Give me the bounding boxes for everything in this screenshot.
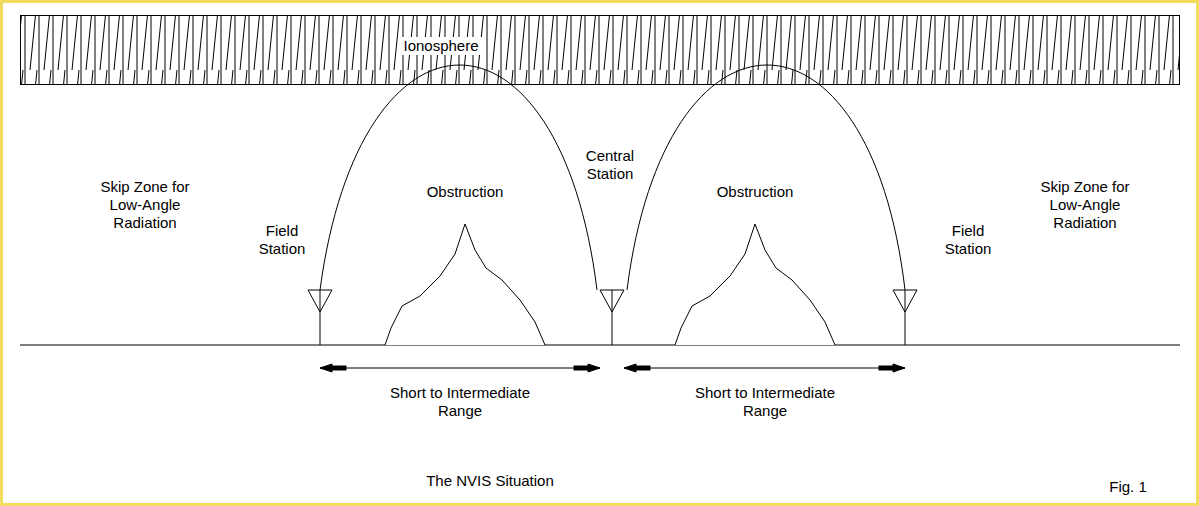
zone-label: Skip Zone for Low-Angle Radiation bbox=[85, 178, 205, 232]
ground-line bbox=[20, 345, 1180, 346]
figure-caption: The NVIS Situation bbox=[360, 472, 620, 490]
range-label: Short to Intermediate Range bbox=[378, 384, 543, 420]
station-label: Field Station bbox=[252, 222, 312, 258]
ionosphere-band: Ionosphere bbox=[20, 15, 1180, 85]
station-label: Central Station bbox=[579, 147, 641, 183]
range-arrow bbox=[320, 364, 905, 372]
range-label: Short to Intermediate Range bbox=[683, 384, 848, 420]
antenna-symbol bbox=[308, 290, 917, 345]
figure-number: Fig. 1 bbox=[1098, 478, 1158, 496]
zone-label: Skip Zone for Low-Angle Radiation bbox=[1025, 178, 1145, 232]
station-label: Field Station bbox=[938, 222, 998, 258]
skywave-path bbox=[627, 65, 905, 290]
skywave-path bbox=[320, 65, 597, 290]
ionosphere-hatch bbox=[20, 15, 1180, 85]
obstruction-label: Obstruction bbox=[415, 183, 515, 201]
band-label: Ionosphere bbox=[400, 37, 481, 55]
obstruction-label: Obstruction bbox=[705, 183, 805, 201]
obstruction-mountain bbox=[675, 224, 835, 345]
obstruction-mountain bbox=[385, 224, 545, 345]
